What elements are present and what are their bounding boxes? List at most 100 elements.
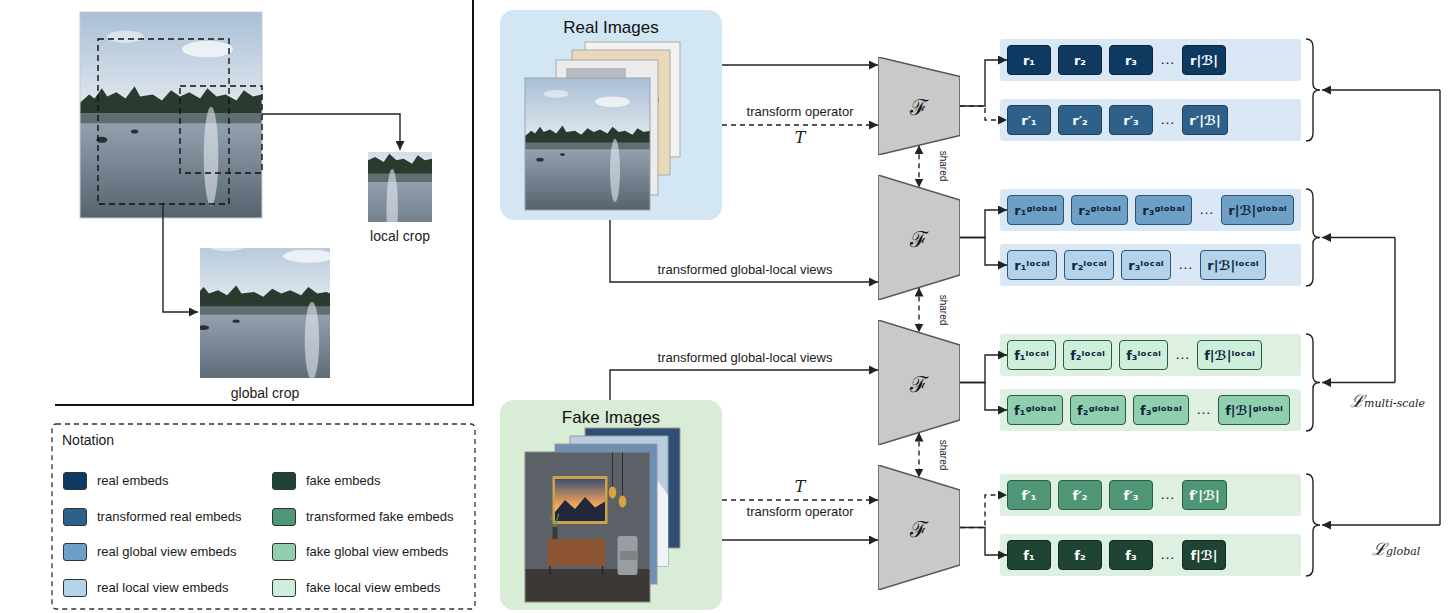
global-crop-region [98, 39, 229, 204]
embedding-label: f₁ [1023, 548, 1034, 563]
legend-text: real global view embeds [97, 544, 236, 560]
embedding-label: r₂ᵍˡᵒᵇᵃˡ [1078, 203, 1121, 218]
encoder-symbol: ℱ [910, 368, 928, 398]
caption-label: Notation [62, 432, 114, 449]
legend-swatch [63, 579, 87, 597]
embedding-label: f′₃ [1124, 488, 1139, 503]
panel-title: Fake Images [562, 408, 660, 428]
embedding-box: f|ℬ| [1182, 540, 1226, 570]
flow-arrow [610, 220, 878, 282]
embedding-label: f₃ [1125, 548, 1136, 563]
legend-swatch [63, 472, 87, 490]
legend-swatch [272, 472, 296, 490]
embedding-label: f|ℬ| [1190, 548, 1217, 563]
legend-frame [52, 424, 475, 609]
illustration-part [525, 452, 650, 602]
flow-arrow [722, 539, 878, 540]
illustration-part [290, 92, 432, 259]
embedding-box: f₁ [1007, 540, 1051, 570]
loss-label: ℒmulti-scale [1350, 391, 1425, 411]
encoder-trapezoid: ℱ [878, 465, 960, 590]
flow-arrow [960, 528, 1007, 556]
image-panel: Fake Images [500, 400, 722, 610]
embedding-label: f₃ᵍˡᵒᵇᵃˡ [1140, 403, 1182, 418]
embedding-label: f′|ℬ| [1189, 488, 1220, 503]
loss-arrow [1322, 89, 1440, 90]
embedding-band [1000, 189, 1301, 231]
legend-text: fake local view embeds [306, 580, 440, 596]
embedding-box: f₃ᵍˡᵒᵇᵃˡ [1133, 395, 1189, 425]
curly-brace [1306, 39, 1320, 141]
caption-label: global crop [231, 385, 300, 402]
panel-title: Real Images [563, 18, 658, 38]
encoder-shape [878, 320, 960, 445]
separator-line [55, 404, 474, 406]
encoder-shape [878, 57, 960, 155]
embedding-label: r|ℬ|ᵍˡᵒᵇᵃˡ [1228, 203, 1286, 218]
embedding-band [1000, 474, 1301, 516]
embedding-box: r₁ [1007, 45, 1051, 75]
embedding-box: r₃ᵍˡᵒᵇᵃˡ [1135, 195, 1192, 225]
local-crop-photo [290, 92, 432, 259]
legend-text: real embeds [97, 473, 169, 489]
embedding-label: f₁ˡᵒᶜᵃˡ [1014, 348, 1049, 363]
embedding-label: r₃ [1125, 53, 1137, 68]
legend-swatch [63, 508, 87, 526]
loss-label: ℒglobal [1372, 539, 1420, 559]
legend-text: transformed real embeds [97, 509, 242, 525]
embedding-box: r₁ˡᵒᶜᵃˡ [1007, 250, 1057, 280]
flow-arrow [610, 370, 878, 400]
local-crop-region [180, 86, 262, 173]
ellipsis: … [1199, 200, 1214, 218]
embedding-box: f|ℬ|ᵍˡᵒᵇᵃˡ [1218, 395, 1290, 425]
embedding-box: r|ℬ|ᵍˡᵒᵇᵃˡ [1221, 195, 1294, 225]
curly-brace [1306, 474, 1320, 576]
flow-arrow [960, 495, 1007, 528]
embedding-band [1000, 39, 1301, 81]
shared-label: shared [937, 151, 949, 182]
encoder-symbol: ℱ [910, 223, 928, 253]
embedding-box: r′|ℬ| [1182, 105, 1228, 135]
curly-brace [1306, 334, 1320, 431]
illustration-part [80, 12, 262, 218]
loss-arrow [1322, 382, 1395, 383]
loss-arrow [1322, 524, 1440, 525]
embedding-box: r₂ [1058, 45, 1102, 75]
illustration-part [182, 227, 363, 390]
embedding-box: r′₁ [1007, 105, 1051, 135]
embedding-box: r|ℬ|ˡᵒᶜᵃˡ [1200, 250, 1266, 280]
shared-arrow [918, 145, 919, 187]
ellipsis: … [1160, 50, 1175, 68]
embedding-label: f′₁ [1022, 488, 1037, 503]
global-crop-photo [182, 227, 363, 390]
flow-arrow [722, 64, 878, 65]
embedding-label: r|ℬ|ˡᵒᶜᵃˡ [1207, 258, 1258, 273]
panel-ground [500, 400, 722, 610]
embedding-box: f′₃ [1109, 480, 1153, 510]
ellipsis: … [1196, 400, 1211, 418]
operator-symbol: T [795, 477, 806, 496]
legend-swatch [63, 543, 87, 561]
edge-label: transform operator [747, 104, 854, 120]
embedding-box: f₃ˡᵒᶜᵃˡ [1119, 340, 1168, 370]
embedding-label: f|ℬ|ᵍˡᵒᵇᵃˡ [1225, 403, 1283, 418]
legend-swatch [272, 508, 296, 526]
embedding-label: r₂ [1074, 53, 1086, 68]
illustration-part [290, 92, 432, 259]
ellipsis: … [1160, 485, 1175, 503]
loss-line [1394, 238, 1395, 383]
embedding-box: f₃ [1109, 540, 1153, 570]
embedding-label: f₂ [1074, 548, 1085, 563]
embedding-box: f₂ [1058, 540, 1102, 570]
embedding-box: f₂ᵍˡᵒᵇᵃˡ [1070, 395, 1126, 425]
embedding-box: f₁ˡᵒᶜᵃˡ [1007, 340, 1056, 370]
flow-arrow [722, 499, 878, 500]
embedding-label: r′₃ [1123, 113, 1139, 128]
embedding-label: r₃ˡᵒᶜᵃˡ [1128, 258, 1163, 273]
edge-label: transform operator [747, 504, 854, 520]
embedding-band [1000, 244, 1301, 286]
embedding-band [1000, 334, 1301, 376]
embedding-label: r₂ˡᵒᶜᵃˡ [1071, 258, 1106, 273]
shared-arrow [918, 288, 919, 333]
